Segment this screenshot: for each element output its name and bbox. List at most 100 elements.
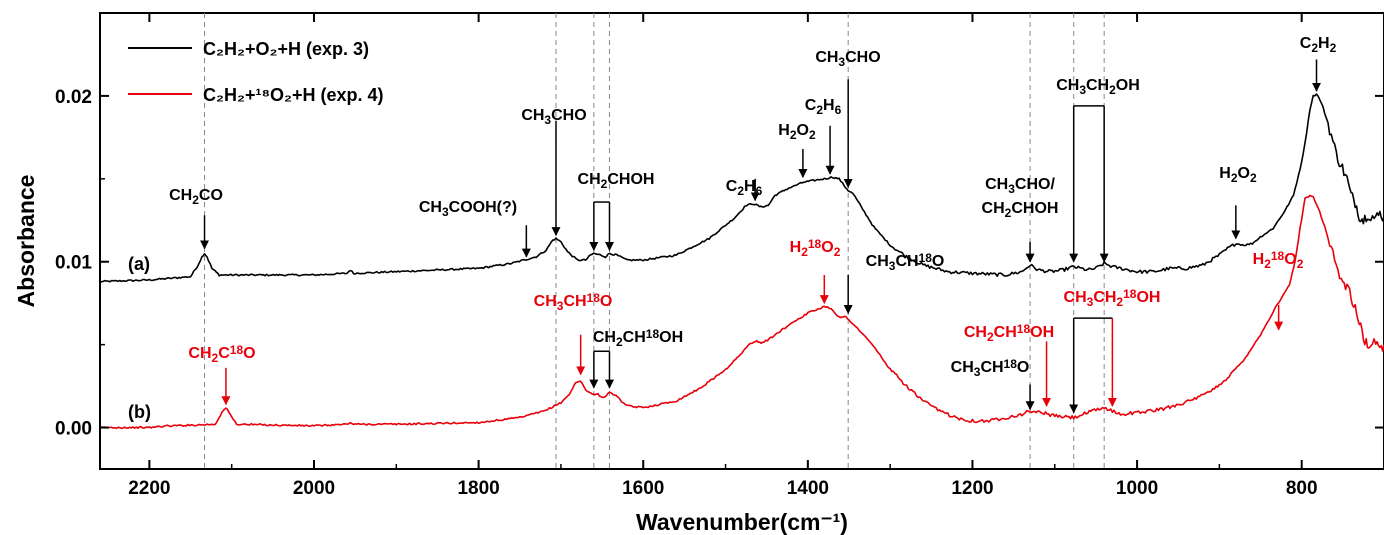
curve-label-a: (a) <box>128 254 150 274</box>
annotation-part: O <box>243 345 255 362</box>
annotation-part: OH <box>1136 289 1160 306</box>
annotation-part: CH <box>980 359 1003 376</box>
annotation-part: 2 <box>809 128 816 142</box>
annotation-part: O <box>600 293 612 310</box>
annotation-part: O <box>821 239 833 256</box>
annotation-part: CH <box>866 253 889 270</box>
series-layer <box>99 93 1384 430</box>
y-axis-title: Absorbance <box>13 175 39 308</box>
annotation-part: 18 <box>1271 249 1285 263</box>
ann-ch2co: CH2CO <box>169 187 223 250</box>
annotation-part: O <box>932 253 944 270</box>
annotation-part: CH <box>964 324 987 341</box>
x-tick-label: 1200 <box>951 478 993 499</box>
ann-ch3ch2oh-a: CH3CH2OH <box>1056 77 1140 263</box>
annotation-part: CH <box>815 49 838 66</box>
annotation-part: C <box>726 178 738 195</box>
annotation-text: CH3CH2OH <box>1056 77 1140 97</box>
annotation-part: 2 <box>1330 41 1337 55</box>
annotation-part: CH <box>1056 77 1079 94</box>
x-tick-label: 1600 <box>622 478 664 499</box>
ann-c2h2: C2H2 <box>1300 35 1337 92</box>
annotation-part: H <box>1318 35 1330 52</box>
annotation-text: CH3COOH(?) <box>419 199 517 219</box>
annotation-text: CH2CH18OH <box>593 327 683 349</box>
annotation-part: 2 <box>1231 171 1238 185</box>
annotation-part: CH <box>563 293 586 310</box>
annotation-part: CH <box>188 345 211 362</box>
annotation-part: 2 <box>1250 171 1257 185</box>
annotation-part: 3 <box>974 365 981 379</box>
ann-ch3cho-a1: CH3CHO <box>521 107 587 237</box>
annotation-part: 2 <box>616 335 623 349</box>
x-tick-label: 1800 <box>457 478 499 499</box>
annotation-part: 2 <box>816 103 823 117</box>
annotation-part: CH <box>521 107 544 124</box>
annotation-part: O <box>1017 359 1029 376</box>
annotation-part: C <box>1300 35 1312 52</box>
annotation-part: CHO <box>551 107 587 124</box>
annotation-text: CH3CH18O <box>951 357 1030 379</box>
ann-ch3ch18o-b2: CH3CH18O <box>843 251 945 315</box>
ann-ch2ch18oh-b2: CH2CH18OH <box>964 322 1054 407</box>
annotation-part: C <box>218 345 230 362</box>
annotation-part: CO <box>199 187 223 204</box>
x-tick-label: 800 <box>1286 478 1318 499</box>
ann-c2h6-a2: C2H6 <box>805 97 842 175</box>
ann-ch2choh-a: CH2CHOH <box>578 171 655 252</box>
annotation-part: 2 <box>1116 295 1123 309</box>
annotation-text: CH2CH18OH <box>964 322 1054 344</box>
annotation-part: O <box>797 122 809 139</box>
annotation-part: CH <box>982 200 1005 217</box>
annotation-part: CH <box>623 329 646 346</box>
annotation-part: CHO/ <box>1015 176 1056 193</box>
annotation-part: 3 <box>1087 295 1094 309</box>
annotation-part: H <box>1219 165 1231 182</box>
annotation-part: 3 <box>544 113 551 127</box>
annotation-part: 3 <box>1079 83 1086 97</box>
annotation-part: H <box>778 122 790 139</box>
y-tick-label: 0.01 <box>55 253 92 274</box>
annotation-text: H2O2 <box>1219 165 1257 185</box>
legend: C₂H₂+O₂+H (exp. 3) C₂H₂+¹⁸O₂+H (exp. 4) <box>128 39 384 105</box>
annotation-part: 2 <box>192 193 199 207</box>
annotation-part: CH <box>169 187 192 204</box>
ann-h2o2-a2: H2O2 <box>1219 165 1257 240</box>
annotation-part: H <box>744 178 756 195</box>
ann-ch3cho-a2: CH3CHO <box>815 49 881 189</box>
annotation-text: CH2CHOH <box>578 171 655 191</box>
annotation-part: CH <box>578 171 601 188</box>
annotation-part: CHOH <box>607 171 654 188</box>
annotation-part: 18 <box>587 291 601 305</box>
annotation-text: H218O2 <box>1253 249 1304 271</box>
series-line-1 <box>99 93 1384 283</box>
annotation-part: CH <box>1064 289 1087 306</box>
annotation-part: CHO <box>845 49 881 66</box>
annotation-part: 2 <box>1109 83 1116 97</box>
annotation-part: 3 <box>838 55 845 69</box>
x-tick-label: 1000 <box>1116 478 1158 499</box>
annotation-part: CH <box>985 176 1008 193</box>
annotation-part: 2 <box>1311 41 1318 55</box>
annotation-text: C2H6 <box>805 97 842 117</box>
annotation-part: 18 <box>919 251 933 265</box>
annotation-text: CH3CH18O <box>866 251 945 273</box>
annotation-part: 18 <box>646 327 660 341</box>
annotation-text: H218O2 <box>790 237 841 259</box>
annotation-part: CH <box>534 293 557 310</box>
annotation-part: H <box>790 239 802 256</box>
annotation-part: 3 <box>557 299 564 313</box>
annotation-part: 2 <box>987 330 994 344</box>
annotation-part: H <box>823 97 835 114</box>
annotation-part: CH <box>951 359 974 376</box>
annotation-part: 2 <box>801 245 808 259</box>
annotation-part: COOH(?) <box>449 199 517 216</box>
annotation-text: CH2CHOH <box>982 200 1059 220</box>
series-line-2 <box>99 194 1384 430</box>
annotation-part: CHOH <box>1011 200 1058 217</box>
curve-label-b: (b) <box>128 402 151 422</box>
annotation-text: CH3CHO <box>815 49 880 69</box>
annotation-part: 2 <box>212 351 219 365</box>
x-tick-label: 2200 <box>128 478 170 499</box>
